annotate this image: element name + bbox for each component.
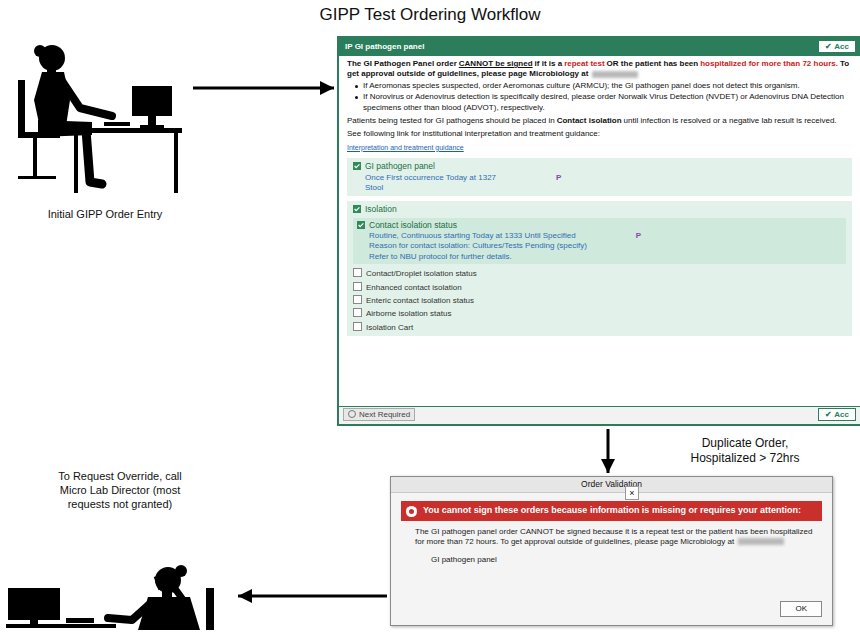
label-text: Isolation Cart <box>353 323 413 332</box>
label-text: Refer to NBU protocol for further detail… <box>357 252 512 261</box>
order-row: GI pathogen panelOnce First occurrence T… <box>347 158 852 196</box>
label-text: If Norovirus or Adenovirus detection is … <box>363 92 844 111</box>
text-group: See following link for institutional int… <box>339 129 860 139</box>
text-group: Isolation Cart <box>353 322 846 333</box>
panel-header: IP GI pathogen panel ✔ Acc <box>339 38 860 56</box>
label-text: if it is a <box>535 59 563 68</box>
person-figure: To Request Override, call Micro Lab Dire… <box>5 470 235 628</box>
label-text: If Aeromonas species suspected, order Ae… <box>363 81 800 90</box>
validation-dialog: The GI pathogen panel order CANNOT be si… <box>390 476 833 626</box>
label-text: OK <box>795 604 807 613</box>
diagram-title: GIPP Test Ordering Workflow <box>0 5 860 25</box>
flow-arrow <box>238 595 387 598</box>
label-text: OR the patient has been <box>607 59 699 68</box>
label-text: CANNOT be signed <box>459 59 533 68</box>
text-group: Contact isolation status <box>357 220 842 231</box>
text-group: IP GI pathogen panel <box>345 42 424 52</box>
flow-arrow <box>607 429 610 473</box>
label-text: Patients being tested for GI pathogens s… <box>347 116 555 125</box>
label-text: Next Required <box>343 408 415 421</box>
label-text: P <box>556 173 561 182</box>
text-group: Airborne isolation status <box>353 308 846 319</box>
flow-arrow <box>193 87 334 90</box>
text-group: If Aeromonas species suspected, order Ae… <box>339 81 860 91</box>
label-text: Airborne isolation status <box>353 309 451 318</box>
label-text: Initial GIPP Order Entry <box>48 208 163 220</box>
person-figure: Initial GIPP Order Entry <box>20 40 190 222</box>
label-text: Enteric contact isolation status <box>353 296 474 305</box>
order-panel: The GI Pathogen Panel orderCANNOT be sig… <box>337 36 860 426</box>
text-group: Once First occurrence Today at 1327 P <box>353 173 846 183</box>
label-text: × <box>625 486 639 500</box>
label-text: Contact isolation status <box>357 220 457 230</box>
text-group: Initial GIPP Order Entry <box>20 208 190 222</box>
label-text: Reason for contact isolation: Cultures/T… <box>357 241 587 250</box>
text-group: ✔ Acc <box>818 410 860 420</box>
label-text: repeat test <box>564 59 604 68</box>
text-group: OK <box>795 604 807 614</box>
text-group: If Norovirus or Adenovirus detection is … <box>339 92 860 113</box>
ok-button: OK <box>780 601 822 617</box>
person-on-phone <box>6 565 214 630</box>
text-group: Reason for contact isolation: Cultures/T… <box>357 241 842 251</box>
label-text: Stool <box>353 183 383 192</box>
edge-label: Duplicate Order, Hospitalized > 72hrs <box>678 435 812 467</box>
text-group: Routine, Continuous starting Today at 13… <box>357 231 842 241</box>
text-group: Interpretation and treatment guidance <box>339 143 860 153</box>
text-group: Enteric contact isolation status <box>353 295 846 306</box>
label-text: The GI Pathogen Panel order <box>347 59 457 68</box>
label-text: Enhanced contact isolation <box>353 283 462 292</box>
label-text: ✔ Acc <box>818 408 856 421</box>
label-text: GI pathogen panel <box>353 161 435 171</box>
label-text: until infection is resolved or a negativ… <box>624 116 837 125</box>
label-text: ✔ Acc <box>818 40 856 53</box>
label-text: The GI pathogen panel order CANNOT be si… <box>415 527 814 548</box>
text-group: Stool <box>353 183 846 193</box>
text-group: ✔ Acc <box>818 42 860 52</box>
dialog-titlebar: Order Validation× <box>391 477 832 493</box>
text-group: Refer to NBU protocol for further detail… <box>357 252 842 262</box>
contact-isolation-row: Contact isolation statusRoutine, Continu… <box>353 218 846 265</box>
label-text: hospitalized for more than 72 hours. <box>700 59 838 68</box>
label-text: You cannot sign these orders because inf… <box>423 505 801 515</box>
label-text: IP GI pathogen panel <box>345 42 424 51</box>
text-group: Isolation <box>353 204 846 215</box>
text-group: Next Required <box>343 410 415 420</box>
text-group: Enhanced contact isolation <box>353 282 846 293</box>
text-group: Contact/Droplet isolation status <box>353 268 846 279</box>
text-group: The GI Pathogen Panel orderCANNOT be sig… <box>339 59 860 80</box>
isolation-section: IsolationContact/Droplet isolation statu… <box>347 201 852 336</box>
label-text: Once First occurrence Today at 1327 <box>365 173 496 182</box>
label-text: To Request Override, call Micro Lab Dire… <box>58 470 182 510</box>
label-text: Isolation <box>353 204 397 214</box>
panel-footer: Next Required ✔ Acc <box>339 406 860 424</box>
text-group: To Request Override, call Micro Lab Dire… <box>50 470 190 511</box>
text-group: The GI pathogen panel order CANNOT be si… <box>391 521 832 548</box>
label-text: See following link for institutional int… <box>347 129 600 138</box>
text-group: GI pathogen panel <box>353 161 846 172</box>
error-banner: You cannot sign these orders because inf… <box>401 501 822 521</box>
label-text: GI pathogen panel <box>431 555 832 565</box>
label-text: Interpretation and treatment guidance <box>347 144 464 151</box>
text-group: GI pathogen panel <box>391 547 832 565</box>
text-group: You cannot sign these orders because inf… <box>423 505 816 517</box>
label-text: Contact isolation <box>557 116 622 125</box>
text-group: Patients being tested for GI pathogens s… <box>339 116 860 126</box>
label-text: Routine, Continuous starting Today at 13… <box>369 231 576 240</box>
person-at-computer <box>18 45 182 193</box>
label-text: Contact/Droplet isolation status <box>353 269 477 278</box>
label-text: P <box>636 231 641 240</box>
